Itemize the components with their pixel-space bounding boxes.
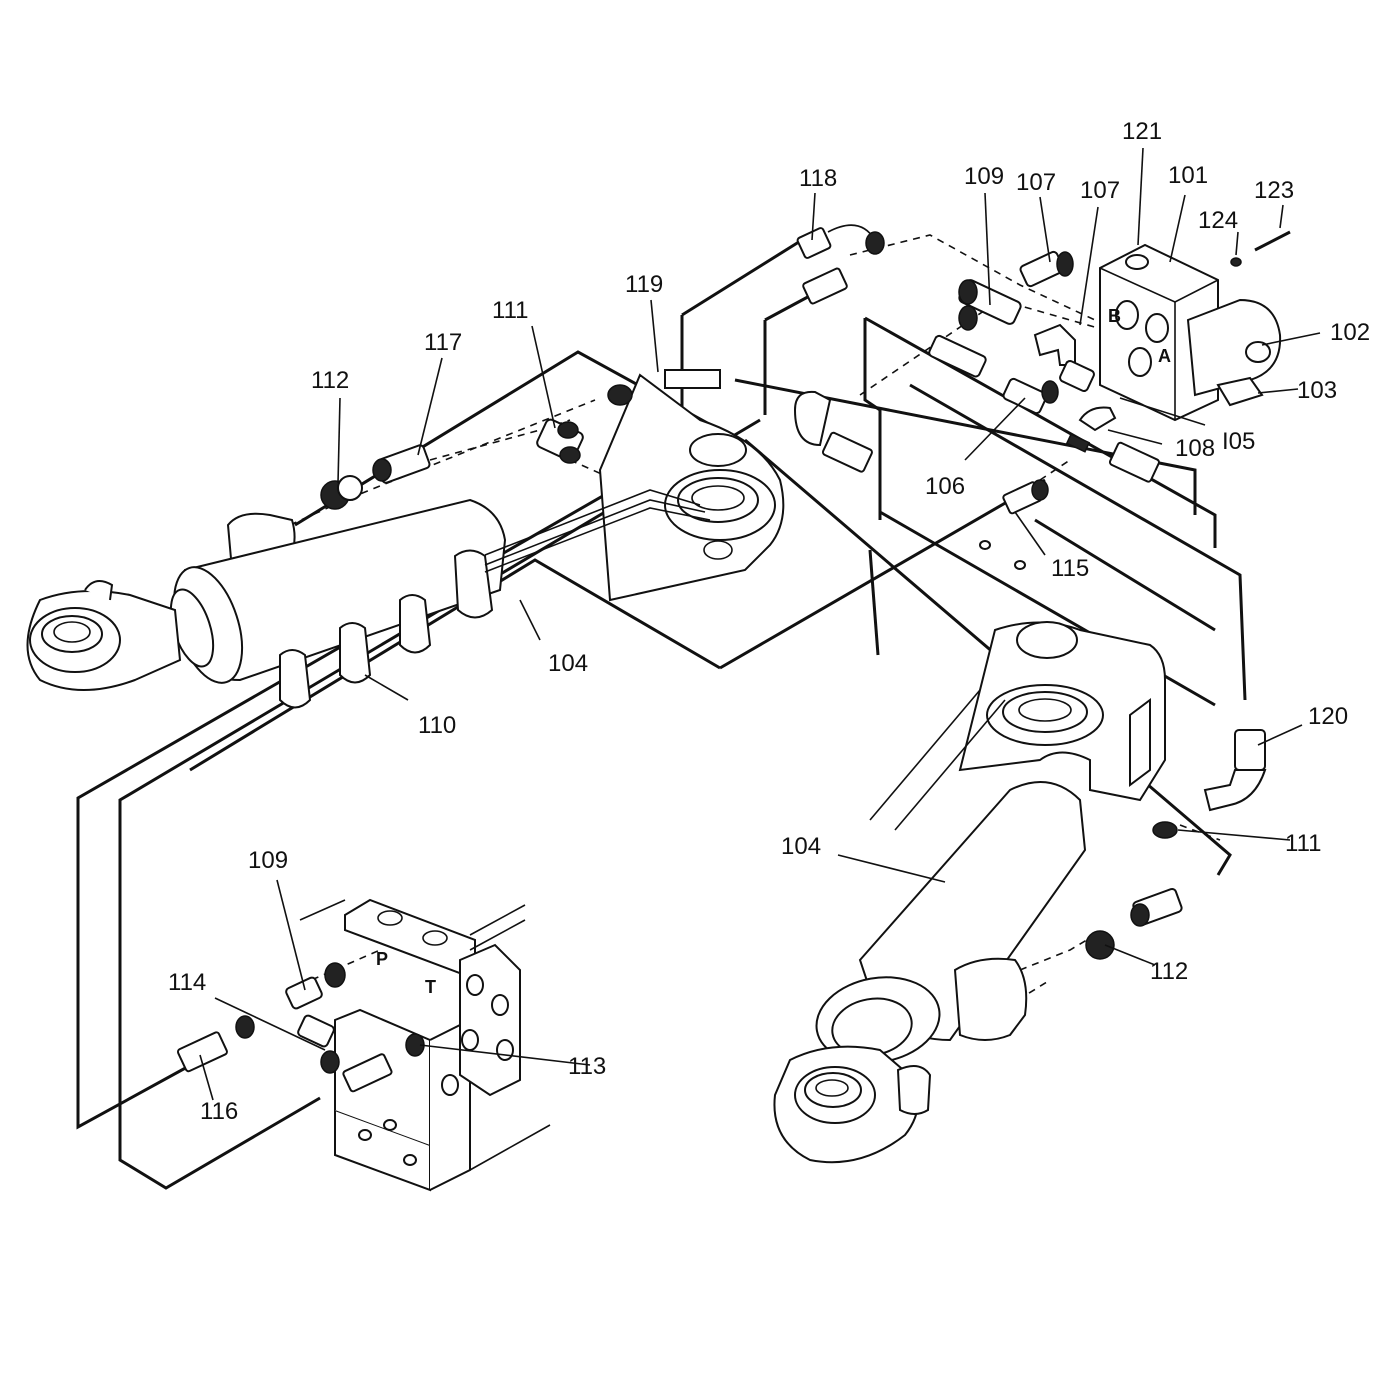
callout-111-upper: 111 <box>492 297 528 324</box>
leader-lines <box>199 147 1321 1101</box>
lower-cylinder-104 <box>773 621 1166 1164</box>
upper-cylinder-104 <box>26 373 785 709</box>
callout-115: 115 <box>1051 555 1089 582</box>
callout-101: 101 <box>1168 162 1208 189</box>
valve-port-a-mark: A <box>1158 346 1171 366</box>
fitting-118 <box>796 224 885 259</box>
hose-end-center <box>802 267 848 305</box>
callout-109-upper: 109 <box>964 163 1004 190</box>
callout-112-upper: 112 <box>311 367 349 394</box>
callout-102: 102 <box>1330 319 1370 346</box>
callout-103: 103 <box>1297 377 1337 404</box>
callout-109-lower: 109 <box>248 847 288 874</box>
callout-labels: 121 101 123 124 102 103 I05 108 107 107 … <box>168 118 1370 1125</box>
fitting-114 <box>235 1014 340 1074</box>
fittings <box>320 224 1267 960</box>
manifold-block: P T <box>176 898 551 1192</box>
fitting-115 <box>979 479 1049 570</box>
valve-port-b-mark: B <box>1108 306 1121 326</box>
callout-123: 123 <box>1254 177 1294 204</box>
hose-end-center-lower <box>821 431 873 473</box>
callout-111-lower: 111 <box>1285 830 1321 857</box>
fitting-111-upper <box>536 384 633 464</box>
callout-105: I05 <box>1222 428 1255 455</box>
fitting-117 <box>372 444 431 484</box>
fitting-112-lower <box>1085 887 1183 960</box>
callout-124: 124 <box>1198 207 1238 234</box>
callout-117: 117 <box>424 329 462 356</box>
callout-118: 118 <box>799 165 837 192</box>
callout-104-upper: 104 <box>548 650 588 677</box>
callout-110: 110 <box>418 712 456 739</box>
fitting-112-upper <box>320 475 363 510</box>
fitting-107-b <box>1033 323 1076 366</box>
fitting-107-a <box>1019 250 1074 288</box>
manifold-port-t-mark: T <box>425 977 436 997</box>
callout-107-b: 107 <box>1080 177 1120 204</box>
fitting-111-lower <box>1152 821 1178 839</box>
callout-113: 113 <box>568 1053 606 1080</box>
fitting-116 <box>176 1031 228 1073</box>
callout-121: 121 <box>1122 118 1162 145</box>
fitting-109-lower <box>285 962 346 1010</box>
hose-end-manifold <box>342 1053 393 1093</box>
manifold-port-p-mark: P <box>376 949 388 969</box>
fitting-108 <box>1065 406 1117 453</box>
hose-bend-center <box>793 390 832 447</box>
callout-116: 116 <box>200 1098 238 1125</box>
callout-106: 106 <box>925 473 965 500</box>
fitting-119 <box>664 369 721 389</box>
callout-119: 119 <box>625 271 663 298</box>
fitting-105 <box>1059 360 1095 392</box>
callout-120: 120 <box>1308 703 1348 730</box>
hose-end-right <box>1108 441 1160 483</box>
callout-112-lower: 112 <box>1150 958 1188 985</box>
valve-block-101: B A <box>1099 230 1291 422</box>
fitting-120 <box>1203 729 1267 812</box>
callout-104-lower: 104 <box>781 833 821 860</box>
callout-107-a: 107 <box>1016 169 1056 196</box>
fitting-106 <box>928 334 1059 415</box>
callout-108: 108 <box>1175 435 1215 462</box>
callout-114: 114 <box>168 969 206 996</box>
